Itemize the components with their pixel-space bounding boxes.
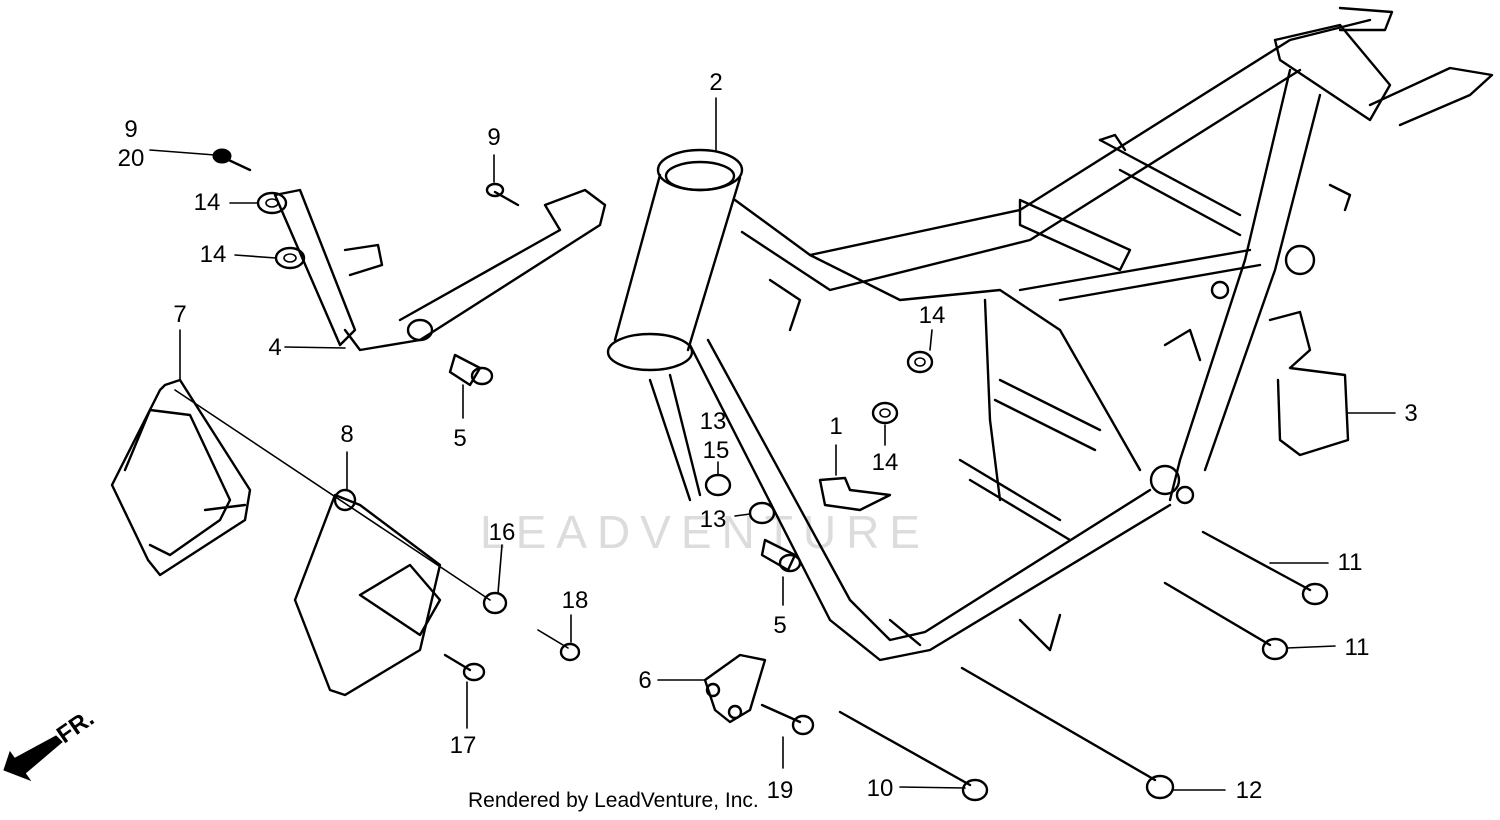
engine-hanger-bracket[interactable] xyxy=(273,188,607,352)
callout-7: 7 xyxy=(173,301,186,328)
callout-4: 4 xyxy=(268,334,281,361)
callout-11-upper: 11 xyxy=(1338,549,1363,576)
bracket-part-6[interactable] xyxy=(703,653,767,724)
callout-6: 6 xyxy=(638,667,651,694)
nut-14-c[interactable] xyxy=(906,350,934,374)
bolt-17[interactable] xyxy=(443,653,486,682)
bracket-part-1[interactable] xyxy=(818,476,892,512)
callout-5-upper: 5 xyxy=(453,425,466,452)
bolt-9-20[interactable] xyxy=(212,148,252,172)
callout-14-a: 14 xyxy=(194,189,221,216)
callout-16: 16 xyxy=(489,519,516,546)
callout-14-d: 14 xyxy=(872,449,899,476)
callout-14-c: 14 xyxy=(919,302,946,329)
callout-15: 15 xyxy=(703,437,730,464)
bolt-11-upper[interactable] xyxy=(1201,530,1329,606)
callout-20: 20 xyxy=(118,145,145,172)
callout-5-lower: 5 xyxy=(773,612,786,639)
bolt-12[interactable] xyxy=(960,666,1175,800)
callout-13-upper: 13 xyxy=(700,408,727,435)
callout-8: 8 xyxy=(340,421,353,448)
cover-part-3[interactable] xyxy=(1268,310,1350,457)
side-cover-panel[interactable] xyxy=(293,488,442,697)
callout-9-right: 9 xyxy=(487,124,500,151)
bolt-11-lower[interactable] xyxy=(1163,581,1289,661)
callout-10: 10 xyxy=(867,775,894,802)
callout-11-lower: 11 xyxy=(1345,634,1370,661)
callout-2: 2 xyxy=(709,69,722,96)
callout-14-b: 14 xyxy=(200,241,227,268)
render-credit: Rendered by LeadVenture, Inc. xyxy=(468,789,759,812)
collar-5-lower[interactable] xyxy=(760,538,802,573)
side-cover-bracket[interactable] xyxy=(110,378,252,577)
bolt-10[interactable] xyxy=(838,710,989,802)
leader-lines xyxy=(149,97,1396,791)
callout-9-upper: 9 xyxy=(124,116,137,143)
nut-14-b[interactable] xyxy=(274,246,306,270)
callout-1: 1 xyxy=(829,413,842,440)
callout-3: 3 xyxy=(1404,400,1417,427)
frame-body[interactable] xyxy=(606,6,1494,662)
nut-13-a[interactable] xyxy=(704,473,732,497)
collar-5-upper[interactable] xyxy=(448,353,494,387)
bolt-19[interactable] xyxy=(760,703,815,736)
front-direction-arrow-icon xyxy=(3,735,63,782)
bolt-9[interactable] xyxy=(485,182,520,207)
callout-19: 19 xyxy=(767,777,794,804)
callout-17: 17 xyxy=(450,732,477,759)
nut-14-a[interactable] xyxy=(256,191,288,215)
nut-13-b[interactable] xyxy=(748,501,776,525)
nut-16[interactable] xyxy=(482,591,508,615)
callout-13-lower: 13 xyxy=(700,506,727,533)
watermark: LEADVENTURE xyxy=(480,506,930,558)
callout-18: 18 xyxy=(562,587,589,614)
screw-18[interactable] xyxy=(537,629,581,662)
nut-14-d[interactable] xyxy=(871,401,899,425)
callout-12: 12 xyxy=(1236,777,1263,804)
